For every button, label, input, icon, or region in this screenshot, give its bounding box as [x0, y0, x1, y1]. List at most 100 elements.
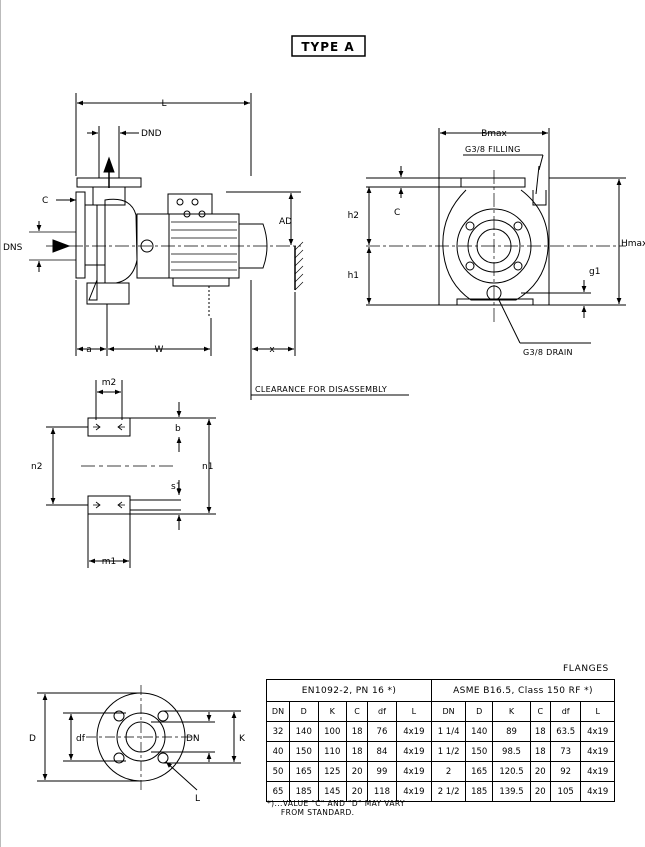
dim-s1: s1 [171, 482, 181, 492]
dim-a: a [86, 345, 92, 355]
table-cell: 4x19 [395, 721, 433, 742]
dim-L-flange: L [195, 794, 200, 804]
dim-Hmax: Hmax [621, 239, 645, 249]
table-cell: 185 [465, 781, 494, 802]
table-cell: 120.5 [492, 761, 531, 782]
table-cell: 50 [265, 761, 291, 782]
column-header: D [465, 701, 494, 722]
column-header: df [549, 701, 582, 722]
group-header-asme: ASME B16.5, Class 150 RF *) [431, 679, 615, 702]
flanges-note: *)...VALUE "C" AND "D" MAY VARY FROM STA… [267, 799, 405, 817]
dim-h1: h1 [348, 271, 359, 281]
table-cell: 89 [492, 721, 531, 742]
column-header: C [529, 701, 551, 722]
dim-Bmax: Bmax [481, 129, 507, 139]
title-box: TYPE A [291, 35, 366, 57]
table-cell: 118 [367, 781, 397, 802]
table-cell: 63.5 [549, 721, 582, 742]
filling-label: G3/8 FILLING [465, 145, 521, 154]
dim-DN: DN [186, 734, 200, 744]
table-cell: 2 1/2 [430, 781, 467, 802]
table-cell: 99 [367, 761, 397, 782]
table-cell: 4x19 [580, 761, 615, 782]
table-row: 32 140 100 18 76 4x19 1 1/4 140 89 18 63… [265, 721, 615, 742]
table-cell: 145 [317, 781, 347, 802]
table-cell: 125 [317, 761, 347, 782]
column-header: DN [430, 701, 467, 722]
table-cell: 98.5 [492, 741, 531, 762]
table-cell: 100 [317, 721, 347, 742]
table-cell: 32 [265, 721, 291, 742]
column-header: C [345, 701, 369, 722]
column-header: df [367, 701, 397, 722]
table-cell: 165 [465, 761, 494, 782]
table-cell: 4x19 [580, 741, 615, 762]
dim-g1: g1 [589, 267, 600, 277]
table-cell: 139.5 [492, 781, 531, 802]
pump-front-view [366, 128, 626, 344]
table-cell: 18 [345, 741, 369, 762]
table-cell: 2 [430, 761, 467, 782]
table-cell: 20 [529, 761, 551, 782]
dim-DND: DND [141, 129, 162, 139]
table-cell: 185 [289, 781, 319, 802]
table-cell: 1 1/4 [430, 721, 467, 742]
flanges-title: FLANGES [563, 664, 609, 674]
column-header: DN [265, 701, 291, 722]
table-cell: 140 [465, 721, 494, 742]
table-cell: 165 [289, 761, 319, 782]
dim-n2: n2 [31, 462, 42, 472]
table-cell: 40 [265, 741, 291, 762]
table-cell: 4x19 [395, 741, 433, 762]
dim-DNS: DNS [3, 243, 23, 253]
table-cell: 105 [549, 781, 582, 802]
flanges-table: EN1092-2, PN 16 *) ASME B16.5, Class 150… [265, 679, 615, 802]
table-cell: 110 [317, 741, 347, 762]
column-header: L [395, 701, 433, 722]
dim-h2: h2 [348, 211, 359, 221]
column-header: K [317, 701, 347, 722]
table-cell: 4x19 [395, 781, 433, 802]
group-header-en: EN1092-2, PN 16 *) [266, 679, 432, 702]
pump-side-view [29, 93, 409, 400]
table-cell: 4x19 [395, 761, 433, 782]
dim-df: df [76, 734, 86, 744]
table-cell: 18 [529, 721, 551, 742]
dim-b: b [175, 424, 181, 434]
table-row: 40 150 110 18 84 4x19 1 1/2 150 98.5 18 … [265, 741, 615, 762]
column-header: D [289, 701, 319, 722]
dim-K: K [239, 734, 246, 744]
dim-m1: m1 [102, 557, 117, 567]
foot-view [46, 380, 216, 568]
table-row: 50 165 125 20 99 4x19 2 165 120.5 20 92 … [265, 761, 615, 782]
table-cell: 18 [529, 741, 551, 762]
table-cell: 140 [289, 721, 319, 742]
table-cell: 84 [367, 741, 397, 762]
dim-C-front: C [394, 208, 400, 218]
column-header-row: DN D K C df L DN D K C df L [265, 701, 615, 722]
table-cell: 92 [549, 761, 582, 782]
dim-C-side: C [42, 196, 48, 206]
table-cell: 150 [465, 741, 494, 762]
table-cell: 76 [367, 721, 397, 742]
dim-m2: m2 [102, 378, 117, 388]
dim-W: W [155, 345, 164, 355]
dim-L: L [161, 99, 166, 109]
table-cell: 20 [345, 761, 369, 782]
column-header: K [492, 701, 531, 722]
table-cell: 4x19 [580, 781, 615, 802]
drawing-title: TYPE A [301, 40, 354, 54]
table-cell: 73 [549, 741, 582, 762]
table-cell: 150 [289, 741, 319, 762]
table-row: 65 185 145 20 118 4x19 2 1/2 185 139.5 2… [265, 781, 615, 802]
table-cell: 4x19 [580, 721, 615, 742]
drain-label: G3/8 DRAIN [523, 348, 573, 357]
column-header: L [580, 701, 615, 722]
flange-view [37, 685, 241, 791]
table-cell: 1 1/2 [430, 741, 467, 762]
clearance-label: CLEARANCE FOR DISASSEMBLY [255, 385, 387, 394]
table-cell: 18 [345, 721, 369, 742]
dim-D: D [29, 734, 36, 744]
